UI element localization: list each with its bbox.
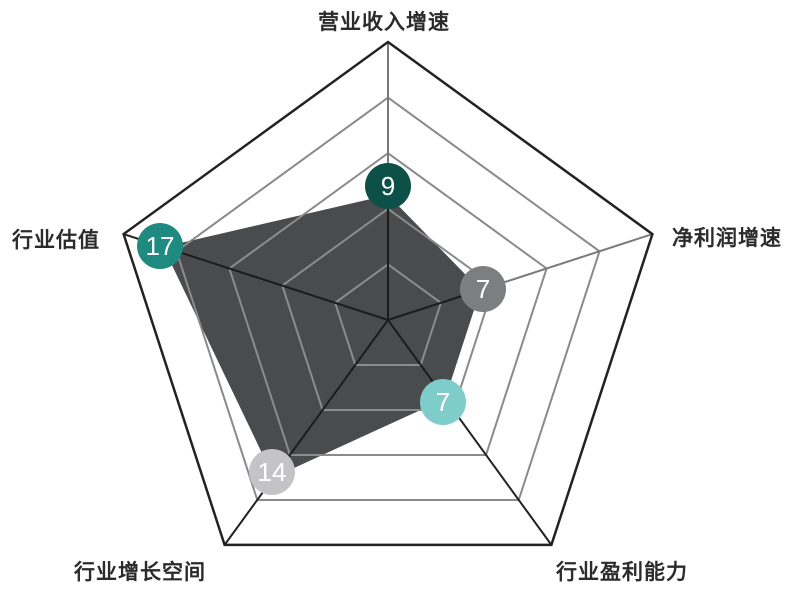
axis-label-profit-growth: 净利润增速: [672, 226, 782, 250]
data-point-revenue-growth: 9: [365, 163, 411, 209]
axis-label-revenue-growth: 营业收入增速: [318, 10, 450, 34]
axis-label-valuation: 行业估值: [12, 228, 100, 252]
data-point-valuation: 17: [137, 223, 183, 269]
data-point-profitability: 7: [420, 379, 466, 425]
data-polygon: [163, 195, 481, 478]
data-point-profit-growth: 7: [460, 266, 506, 312]
data-point-growth-space: 14: [249, 449, 295, 495]
grid-ring-outer: [122, 40, 654, 547]
axis-label-growth-space: 行业增长空间: [74, 560, 206, 584]
axis-label-profitability: 行业盈利能力: [556, 560, 688, 584]
grid-ring-4: [175, 96, 601, 501]
